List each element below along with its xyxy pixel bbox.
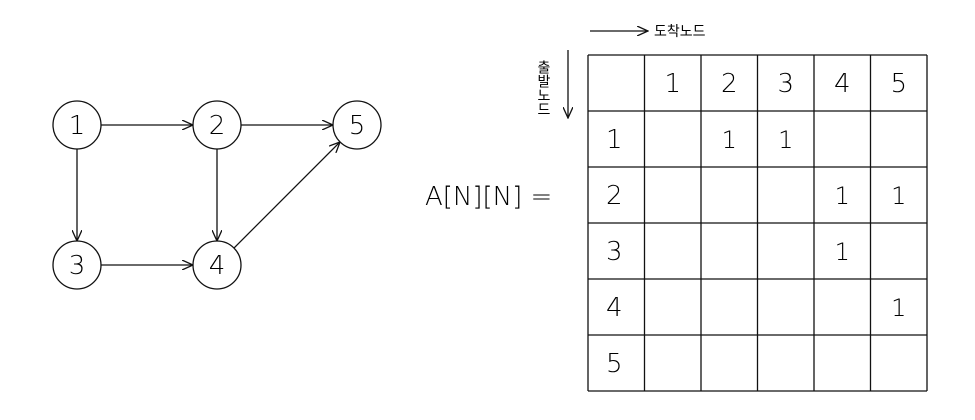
node-circle bbox=[52, 100, 102, 150]
graph-edges bbox=[77, 125, 340, 265]
matrix-cell-r3-c4: 1 bbox=[835, 238, 850, 266]
matrix-values: 1 2 3 4 5 1 2 3 4 5 1 1 1 1 1 1 bbox=[606, 69, 907, 379]
column-axis-label: 도착노드 bbox=[654, 24, 706, 40]
row-axis: 출발노드 bbox=[535, 50, 568, 118]
column-header-5: 5 bbox=[890, 69, 907, 99]
node-circle bbox=[52, 240, 102, 290]
matrix-cell-r1-c3: 1 bbox=[778, 126, 793, 154]
node-2: 2 bbox=[192, 100, 242, 150]
matrix-grid bbox=[587, 54, 928, 392]
column-header-1: 1 bbox=[664, 69, 681, 99]
node-label: 1 bbox=[69, 111, 86, 141]
row-header-3: 3 bbox=[606, 237, 623, 267]
node-4: 4 bbox=[192, 240, 242, 290]
row-axis-label: 출발노드 bbox=[535, 60, 551, 116]
node-circle bbox=[192, 100, 242, 150]
matrix-name-label: A[N][N] = bbox=[425, 182, 552, 212]
column-header-3: 3 bbox=[777, 69, 794, 99]
row-header-2: 2 bbox=[606, 181, 623, 211]
graph-nodes: 1 2 3 4 5 bbox=[52, 100, 382, 290]
row-header-1: 1 bbox=[606, 125, 623, 155]
node-label: 5 bbox=[349, 111, 366, 141]
node-circle bbox=[332, 100, 382, 150]
adjacency-matrix: 1 2 3 4 5 1 2 3 4 5 1 1 1 1 1 1 bbox=[587, 54, 928, 392]
node-3: 3 bbox=[52, 240, 102, 290]
column-axis: 도착노드 bbox=[590, 24, 706, 40]
column-header-2: 2 bbox=[721, 69, 738, 99]
row-header-4: 4 bbox=[606, 293, 623, 323]
matrix-cell-r2-c5: 1 bbox=[891, 182, 906, 210]
node-5: 5 bbox=[332, 100, 382, 150]
matrix-cell-r1-c2: 1 bbox=[722, 126, 737, 154]
directed-graph: 1 2 3 4 5 bbox=[52, 100, 382, 290]
node-circle bbox=[192, 240, 242, 290]
column-header-4: 4 bbox=[834, 69, 851, 99]
matrix-cell-r4-c5: 1 bbox=[891, 294, 906, 322]
node-1: 1 bbox=[52, 100, 102, 150]
node-label: 2 bbox=[209, 111, 226, 141]
node-label: 3 bbox=[69, 251, 86, 281]
row-header-5: 5 bbox=[606, 349, 623, 379]
matrix-cell-r2-c4: 1 bbox=[835, 182, 850, 210]
node-label: 4 bbox=[209, 251, 226, 281]
edge-4-to-5 bbox=[233, 142, 340, 249]
